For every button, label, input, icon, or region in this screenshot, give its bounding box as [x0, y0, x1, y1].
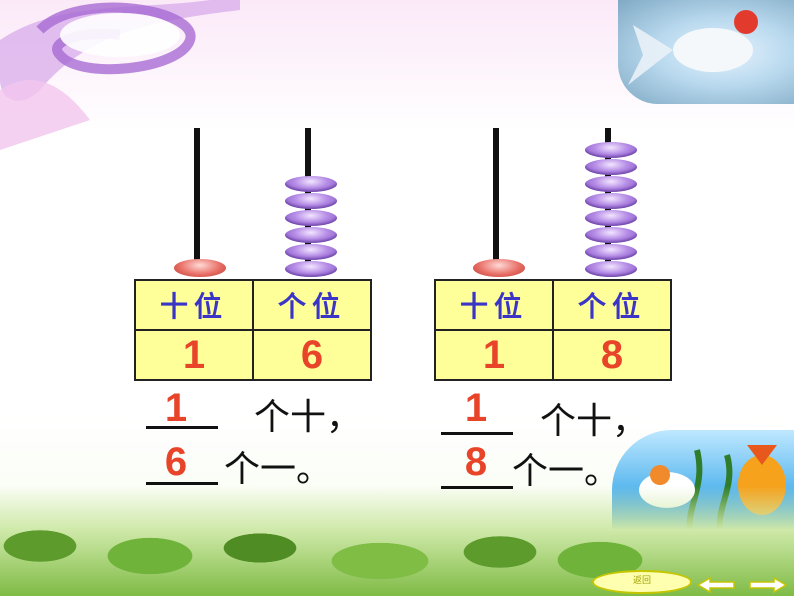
tens-text: 个十， [540, 401, 649, 442]
tens-bead [174, 259, 226, 277]
ones-bead [285, 244, 337, 260]
tens-blank [146, 426, 218, 429]
tens-blank [441, 432, 513, 435]
ones-bead [285, 227, 337, 243]
tens-rod [194, 128, 200, 264]
tens-rod [493, 128, 499, 264]
ones-bead [285, 176, 337, 192]
ones-bead [285, 261, 337, 277]
ones-bead [585, 193, 637, 209]
tens-bead [473, 259, 525, 277]
ones-answer: 8 [464, 440, 488, 484]
ones-bead [285, 210, 337, 226]
ones-answer: 6 [164, 440, 188, 484]
tens-value: 1 [134, 329, 254, 381]
ones-text: 个一。 [224, 449, 333, 490]
ones-bead [585, 261, 637, 277]
ones-value: 8 [552, 329, 672, 381]
tens-header: 十位 [434, 279, 554, 331]
goldfish-icon [628, 10, 758, 85]
ones-header: 个位 [552, 279, 672, 331]
tens-answer: 1 [164, 386, 188, 430]
tens-answer: 1 [464, 386, 488, 430]
decorative-swirl [0, 0, 240, 150]
tens-text: 个十， [254, 397, 363, 438]
place-value-table-right: 十位 个位 1 8 [434, 279, 672, 381]
goldfish-photo [618, 0, 794, 104]
place-value-table-left: 十位 个位 1 6 [134, 279, 372, 381]
ones-bead [285, 193, 337, 209]
ones-header: 个位 [252, 279, 372, 331]
ones-blank [146, 482, 218, 485]
ones-bead [585, 244, 637, 260]
tens-value: 1 [434, 329, 554, 381]
ones-bead [585, 176, 637, 192]
previous-arrow-icon[interactable] [696, 576, 736, 594]
ones-value: 6 [252, 329, 372, 381]
tens-header: 十位 [134, 279, 254, 331]
ones-text: 个一。 [512, 451, 621, 492]
back-button[interactable]: 返回 [592, 570, 692, 594]
ones-blank [441, 486, 513, 489]
ones-bead [585, 210, 637, 226]
next-arrow-icon[interactable] [748, 576, 788, 594]
ones-bead [585, 142, 637, 158]
ones-bead [585, 159, 637, 175]
ones-bead [585, 227, 637, 243]
